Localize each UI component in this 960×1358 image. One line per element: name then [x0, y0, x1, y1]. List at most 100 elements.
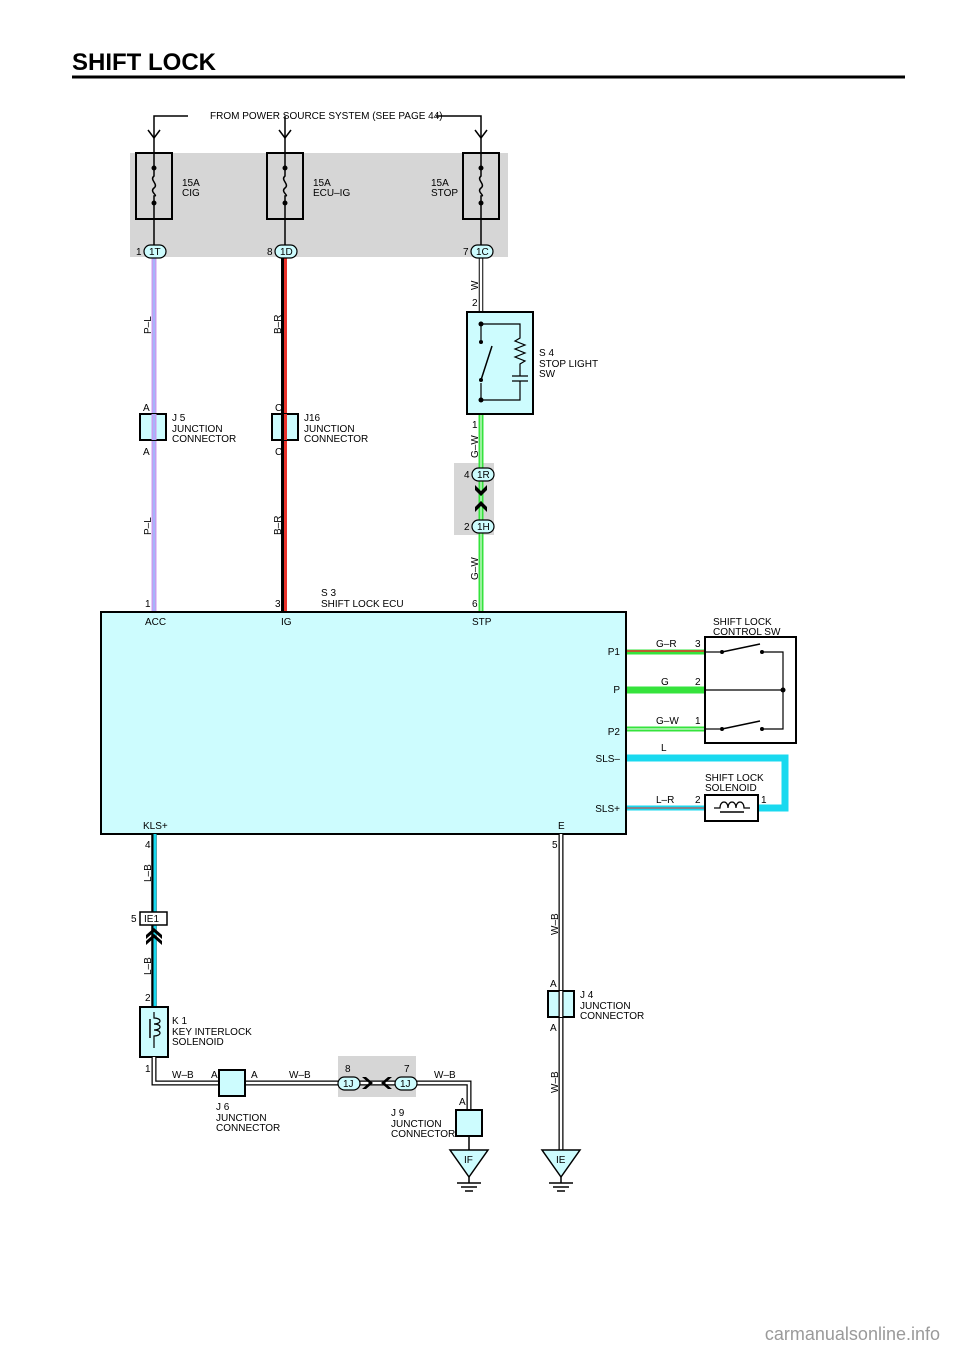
solenoid-pin-left: 2 [695, 795, 701, 806]
ecu-pin-ig: 3 [275, 599, 281, 610]
j9-code: J 9 [391, 1108, 405, 1119]
j9-name1: JUNCTION [391, 1119, 442, 1130]
connector-1c [470, 244, 494, 259]
ecu-term-p: P [613, 685, 620, 696]
control-sw-name1: SHIFT LOCK [713, 617, 772, 628]
j6-pin-left: A [211, 1070, 218, 1081]
page-title: SHIFT LOCK [72, 49, 217, 76]
connector-1j-right-pin: 7 [404, 1064, 410, 1075]
k1-code: K 1 [172, 1016, 187, 1027]
stop-light-switch-pin-bottom: 1 [472, 420, 478, 431]
control-sw-pin-3: 3 [695, 639, 701, 650]
fuse-ecu-ig-amp: 15A [313, 178, 331, 189]
stop-light-switch-name1: STOP LIGHT [539, 359, 598, 370]
solenoid-name1: SHIFT LOCK [705, 773, 764, 784]
ecu-term-ig: IG [281, 617, 292, 628]
fuse-ecu-ig [266, 138, 304, 245]
wire-label-g-w-lower: G–W [470, 557, 481, 580]
connector-1d [274, 244, 298, 259]
wire-label-b-r-lower: B–R [273, 516, 284, 535]
connector-1t-pin: 1 [136, 247, 142, 258]
wire-label-p-l-lower: P–L [143, 517, 154, 535]
j5-name1: JUNCTION [172, 424, 223, 435]
wire-label-w-b-1: W–B [172, 1070, 194, 1081]
stop-light-switch [466, 311, 534, 415]
k1-pin-bottom: 1 [145, 1064, 151, 1075]
ecu-term-e: E [558, 821, 565, 832]
fuse-block-background [130, 153, 508, 257]
k1-name1: KEY INTERLOCK [172, 1027, 252, 1038]
connector-1t [143, 244, 167, 259]
wire-label-w-b-5: W–B [550, 1071, 561, 1093]
j4-name2: CONNECTOR [580, 1011, 644, 1022]
wire-l [626, 754, 789, 812]
ecu-pin-acc: 1 [145, 599, 151, 610]
wire-label-l: L [661, 743, 667, 754]
j4-pin-bottom: A [550, 1023, 557, 1034]
ground-if-label: IF [464, 1155, 473, 1166]
fuse-cig [135, 138, 173, 245]
wire-label-g: G [661, 677, 669, 688]
connector-ie1-label: IE1 [144, 914, 159, 925]
ecu-term-p2: P2 [608, 727, 621, 738]
wire-label-g-w-upper: G–W [470, 435, 481, 458]
power-source-note: FROM POWER SOURCE SYSTEM (SEE PAGE 44) [210, 111, 443, 122]
connector-1j-coupling [362, 1077, 392, 1089]
connector-1t-label: 1T [149, 247, 161, 258]
fuse-stop-amp: 15A [431, 178, 449, 189]
connector-ie1 [139, 911, 168, 945]
connector-1r-pin: 4 [464, 470, 470, 481]
connector-1j-right [394, 1076, 418, 1091]
connector-1h-pin: 2 [464, 522, 470, 533]
j4-pin-top: A [550, 979, 557, 990]
wire-label-w: W [470, 280, 481, 290]
j5-name2: CONNECTOR [172, 434, 236, 445]
junction-connector-j9 [455, 1109, 483, 1150]
fuse-cig-amp: 15A [182, 178, 200, 189]
k1-pin-top: 2 [145, 993, 151, 1004]
wire-label-l-b-lower: L–B [143, 957, 154, 975]
j5-pin-bottom: A [143, 447, 150, 458]
ecu-pin-e: 5 [552, 840, 558, 851]
connector-1c-label: 1C [476, 247, 489, 258]
shift-lock-ecu [100, 611, 627, 835]
stop-light-switch-code: S 4 [539, 348, 554, 359]
ecu-pin-stp: 6 [472, 599, 478, 610]
j9-pin: A [459, 1097, 466, 1108]
j6-name1: JUNCTION [216, 1113, 267, 1124]
j6-pin-right: A [251, 1070, 258, 1081]
ecu-term-stp: STP [472, 617, 492, 628]
watermark: carmanualsonline.info [765, 1324, 940, 1344]
solenoid-pin-right: 1 [761, 795, 767, 806]
fuse-ecu-ig-name: ECU–IG [313, 188, 350, 199]
shift-lock-solenoid [704, 794, 759, 822]
j6-code: J 6 [216, 1102, 230, 1113]
j4-code: J 4 [580, 990, 594, 1001]
ecu-pin-kls: 4 [145, 840, 151, 851]
junction-connector-j5 [139, 413, 167, 441]
junction-connector-j6 [218, 1069, 246, 1097]
fuse-stop [462, 138, 500, 245]
wire-label-g-w-sw: G–W [656, 716, 679, 727]
connector-1d-label: 1D [280, 247, 293, 258]
wire-label-b-r-upper: B–R [273, 315, 284, 334]
ground-ie [540, 1149, 582, 1192]
connector-1r-label: 1R [477, 470, 490, 481]
connector-1c-pin: 7 [463, 247, 469, 258]
connector-1j-right-label: 1J [400, 1079, 411, 1090]
connector-1d-pin: 8 [267, 247, 273, 258]
key-interlock-solenoid [139, 1006, 169, 1058]
j5-code: J 5 [172, 413, 186, 424]
j16-code: J16 [304, 413, 321, 424]
connector-ie1-pin: 5 [131, 914, 137, 925]
wire-label-l-b-upper: L–B [143, 864, 154, 882]
control-sw-pin-2: 2 [695, 677, 701, 688]
ecu-term-acc: ACC [145, 617, 166, 628]
wire-label-w-b-4: W–B [550, 913, 561, 935]
wire-label-w-b-3: W–B [434, 1070, 456, 1081]
control-sw-name2: CONTROL SW [713, 627, 781, 638]
ecu-term-sls-minus: SLS– [596, 754, 621, 765]
wire-label-w-b-2: W–B [289, 1070, 311, 1081]
ground-ie-label: IE [556, 1155, 566, 1166]
wire-label-g-r: G–R [656, 639, 677, 650]
